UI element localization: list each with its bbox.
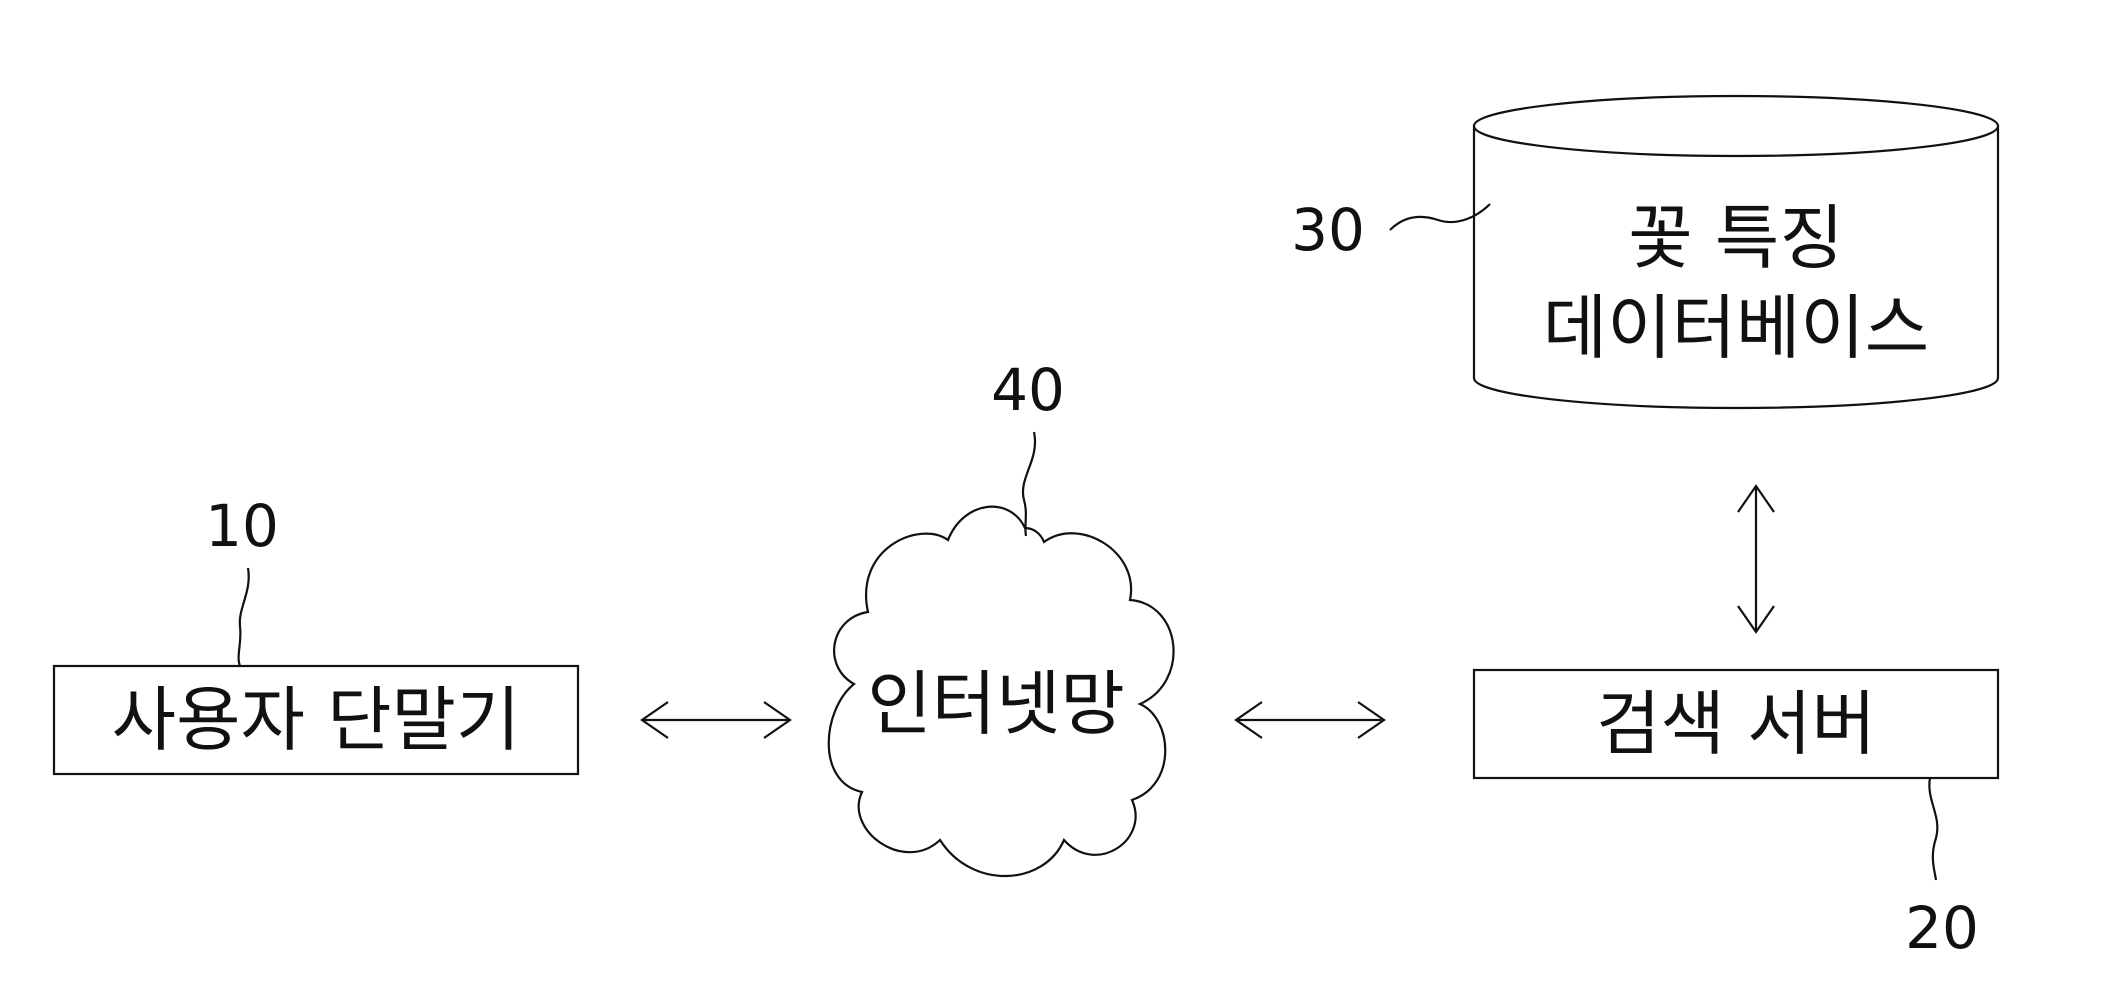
user-terminal-node: 사용자 단말기 [52, 664, 580, 776]
search-server-node: 검색 서버 [1472, 668, 2000, 780]
flower-database-node: 꽃 특징 데이터베이스 [1472, 94, 2000, 410]
ref-leader-20 [1928, 777, 1939, 881]
arrow-internet-server [1234, 701, 1386, 739]
ref-label-30: 30 [1291, 196, 1365, 264]
ref-label-10: 10 [205, 492, 279, 560]
internet-cloud-icon [827, 505, 1175, 878]
ref-label-40: 40 [991, 356, 1065, 424]
arrow-server-database [1737, 484, 1775, 634]
database-cylinder-top [1472, 94, 2000, 158]
database-label-line2: 데이터베이스 [1543, 287, 1929, 369]
ref-leader-30 [1389, 203, 1491, 231]
user-terminal-box [52, 664, 580, 776]
arrow-user-internet [640, 701, 792, 739]
ref-leader-10 [237, 567, 250, 667]
ref-label-20: 20 [1905, 894, 1979, 962]
database-label-line1: 꽃 특징 [1628, 197, 1843, 279]
search-server-box [1472, 668, 2000, 780]
search-server-label: 검색 서버 [1596, 683, 1876, 765]
ref-leader-40 [1021, 431, 1037, 537]
database-cylinder-icon [1472, 124, 2000, 410]
internet-node: 인터넷망 [827, 505, 1175, 878]
user-terminal-label: 사용자 단말기 [112, 679, 521, 761]
internet-label: 인터넷망 [867, 663, 1125, 745]
